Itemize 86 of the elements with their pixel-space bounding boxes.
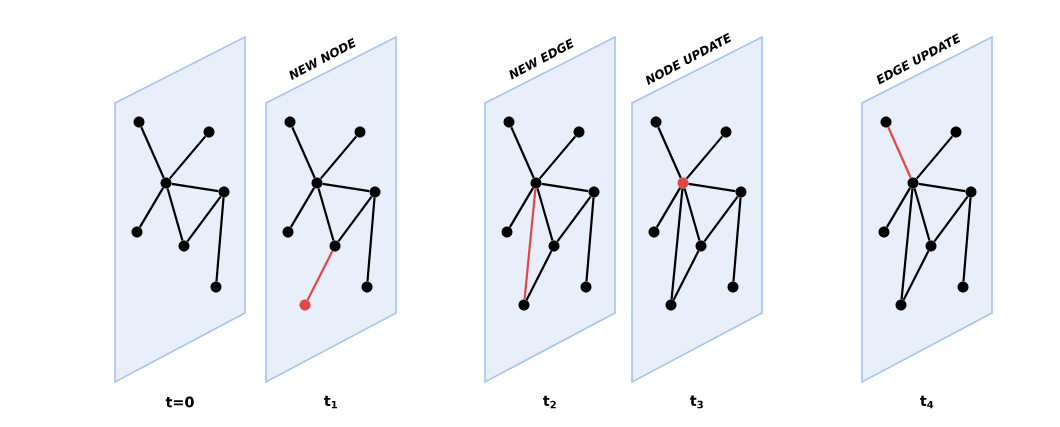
graph-edge: [536, 188, 554, 241]
graph-vertex: [369, 186, 381, 198]
graph-edge: [306, 250, 334, 301]
graph-vertex: [518, 299, 530, 311]
graph-vertex: [650, 116, 662, 128]
graph-vertex: [503, 116, 515, 128]
graph-vertex: [957, 281, 969, 293]
graph-edge: [337, 195, 373, 243]
graph-edge: [186, 195, 222, 243]
graph-vertex: [210, 281, 222, 293]
graph-vertex: [677, 177, 689, 189]
graph-vertex: [950, 126, 962, 138]
graph-vertex: [665, 299, 677, 311]
graph-vertex: [299, 299, 311, 311]
graph-vertex: [361, 281, 373, 293]
graph-edge: [683, 188, 701, 241]
graph-vertex: [160, 177, 172, 189]
graph-vertex: [588, 186, 600, 198]
graph-edge: [166, 188, 184, 241]
graph-edge: [171, 182, 219, 193]
graph-edge: [703, 195, 739, 243]
time-label: t$_{3}$: [690, 395, 703, 409]
time-label: t$_{4}$: [920, 395, 934, 409]
graph-vertex: [203, 126, 215, 138]
time-label: t$_{2}$: [543, 395, 556, 409]
graph-edge: [902, 250, 930, 301]
graph-vertex: [131, 226, 143, 238]
graph-edge: [962, 197, 972, 282]
graph-edge: [556, 195, 592, 243]
graph-edge: [672, 250, 700, 301]
graph-vertex: [925, 240, 937, 252]
graph-vertex: [501, 226, 513, 238]
graph-vertex: [648, 226, 660, 238]
graph-vertex: [548, 240, 560, 252]
graph-vertex: [895, 299, 907, 311]
graph-vertex: [880, 116, 892, 128]
graph-edge: [140, 126, 165, 179]
graph-vertex: [878, 226, 890, 238]
graph-vertex: [218, 186, 230, 198]
graph-vertex: [735, 186, 747, 198]
graph-vertex: [284, 116, 296, 128]
graph-edge: [900, 188, 914, 300]
graph-edge: [685, 135, 724, 180]
graph-vertex: [329, 240, 341, 252]
graph-edge: [541, 182, 589, 193]
graph-vertex: [178, 240, 190, 252]
graph-vertex: [573, 126, 585, 138]
time-label: t=0: [165, 396, 194, 408]
graph-edge: [289, 187, 316, 228]
graph-vertex: [530, 177, 542, 189]
graph-edge: [688, 182, 736, 193]
graph-edge: [918, 182, 966, 193]
graph-edge: [913, 188, 931, 241]
graph-vertex: [580, 281, 592, 293]
graph-edge: [732, 197, 742, 282]
graph-edge: [510, 126, 535, 179]
graph-vertex: [965, 186, 977, 198]
graph-vertex: [354, 126, 366, 138]
graph-edge: [933, 195, 969, 243]
graph-edge: [538, 135, 577, 180]
graph-vertex: [907, 177, 919, 189]
graph-edge: [366, 197, 376, 282]
graph-edge: [215, 197, 225, 282]
time-label: t$_{1}$: [324, 395, 337, 409]
graph-edge: [657, 126, 682, 179]
graph-edge: [885, 187, 912, 228]
graph-edge: [319, 135, 358, 180]
graph-vertex: [311, 177, 323, 189]
graph-edge: [291, 126, 316, 179]
graph-vertex: [133, 116, 145, 128]
graph-edge: [525, 250, 553, 301]
graph-edge: [655, 187, 682, 228]
graph-vertex: [720, 126, 732, 138]
graph-edge: [523, 188, 537, 300]
graph-edge: [317, 188, 335, 241]
graph-edge: [508, 187, 535, 228]
graph-vertex: [695, 240, 707, 252]
graph-edge: [168, 135, 207, 180]
graph-edge: [138, 187, 165, 228]
graph-edge: [887, 126, 912, 179]
graph-vertex: [282, 226, 294, 238]
graph-edge: [322, 182, 370, 193]
graph-edge: [915, 135, 954, 180]
graph-vertex: [727, 281, 739, 293]
graph-edge: [670, 188, 684, 300]
graph-edge: [585, 197, 595, 282]
